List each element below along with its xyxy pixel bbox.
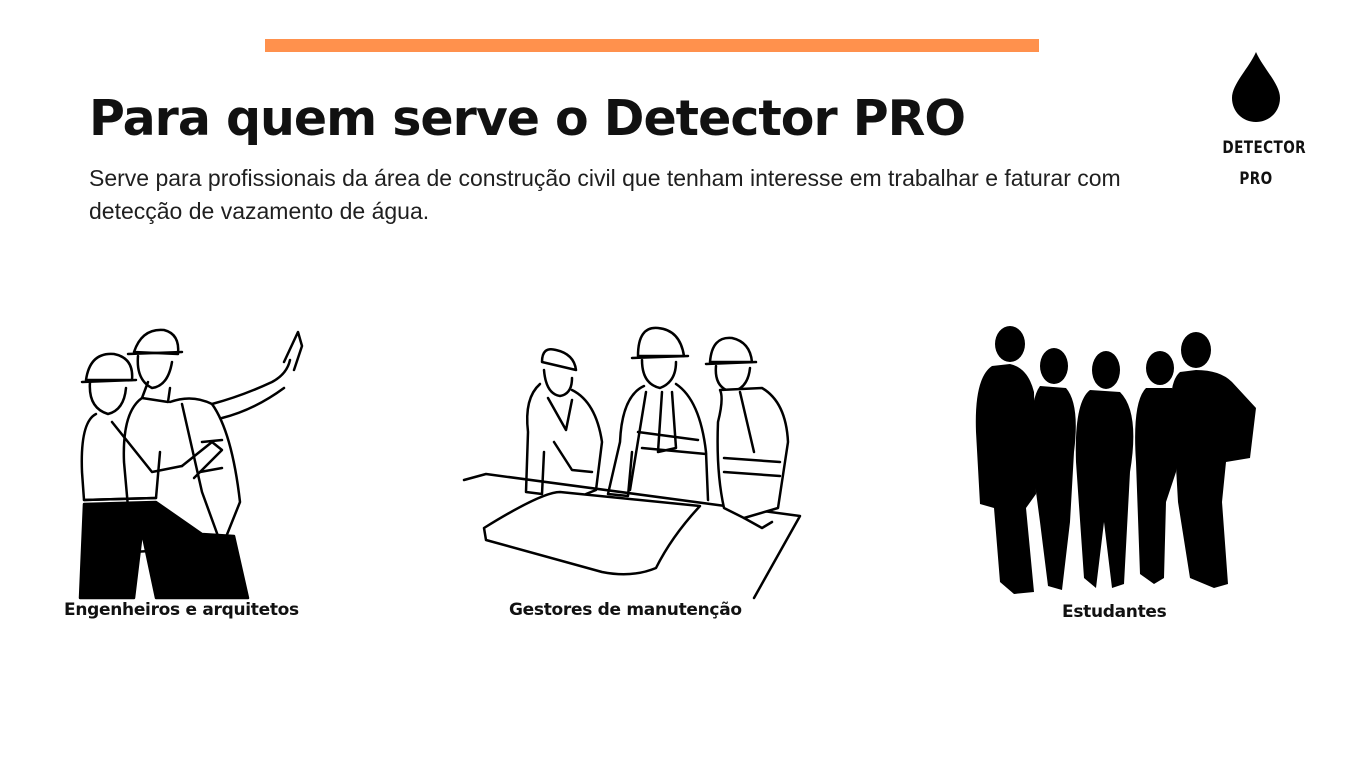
page-subtitle: Serve para profissionais da área de cons… bbox=[89, 165, 1121, 224]
water-drop-icon bbox=[1232, 52, 1280, 122]
audience-card-students bbox=[970, 322, 1260, 602]
audience-label-students: Estudantes bbox=[1062, 602, 1167, 622]
students-silhouette-illustration bbox=[975, 326, 1256, 594]
page-title: Para quem serve o Detector PRO bbox=[89, 90, 966, 147]
engineers-pointing-illustration bbox=[78, 328, 304, 600]
workers-reviewing-plans-illustration bbox=[462, 326, 802, 600]
audience-card-engineers bbox=[72, 322, 312, 602]
logo-line-1: DETECTOR bbox=[1222, 138, 1307, 158]
audience-card-maintenance bbox=[462, 322, 807, 602]
logo-line-2: PRO bbox=[1239, 169, 1273, 189]
audience-label-engineers: Engenheiros e arquitetos bbox=[64, 600, 299, 620]
detector-pro-logo: DETECTOR PRO bbox=[1214, 50, 1307, 195]
accent-bar bbox=[265, 39, 1039, 52]
logo-text: DETECTOR PRO bbox=[1222, 133, 1307, 195]
audience-label-maintenance: Gestores de manutenção bbox=[509, 600, 742, 620]
